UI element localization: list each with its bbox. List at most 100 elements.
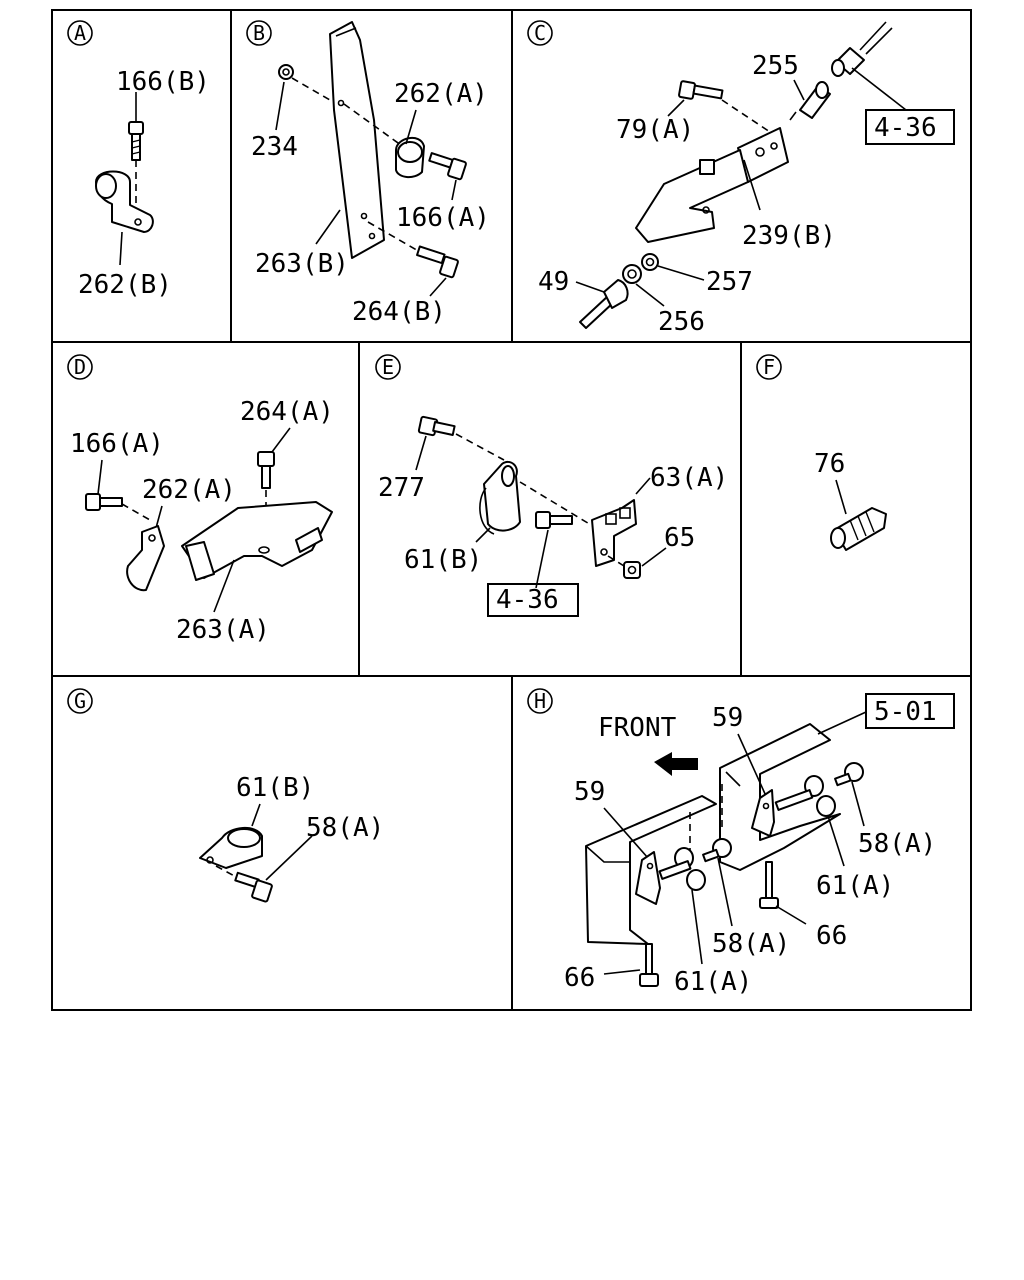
svg-text:G: G <box>74 689 86 713</box>
bolt-icon <box>639 943 659 987</box>
panel-g: G 61(B) 58(A) <box>67 688 384 903</box>
panel-h: H FRONT 5-01 59 <box>527 688 955 997</box>
label-264b: 264(B) <box>352 297 446 327</box>
label-262a: 262(A) <box>394 79 488 109</box>
label-66-lower: 66 <box>564 963 595 993</box>
label-61b: 61(B) <box>236 773 314 803</box>
clamp-icon <box>126 525 165 592</box>
clamp-icon <box>95 170 154 233</box>
label-63a: 63(A) <box>650 463 728 493</box>
label-255: 255 <box>752 51 799 81</box>
pin-icon <box>579 279 629 329</box>
washer-icon <box>622 264 642 284</box>
label-166a: 166(A) <box>396 203 490 233</box>
svg-text:C: C <box>534 21 546 45</box>
svg-text:F: F <box>763 355 775 379</box>
panel-letter-d: D <box>67 354 93 380</box>
frame-rail-icon <box>585 723 841 945</box>
svg-text:A: A <box>74 21 86 45</box>
label-264a: 264(A) <box>240 397 334 427</box>
bolt-icon <box>416 245 459 279</box>
label-79a: 79(A) <box>616 115 694 145</box>
label-59-lower: 59 <box>574 777 605 807</box>
bolt-icon <box>759 861 779 909</box>
ref-4-36: 4-36 <box>496 585 559 615</box>
bolt-icon <box>428 152 467 181</box>
bracket-icon <box>635 127 789 243</box>
label-65: 65 <box>664 523 695 553</box>
panel-d: D 264(A) 166(A) 262(A) <box>67 354 334 645</box>
cable-end-icon <box>831 21 893 77</box>
label-256: 256 <box>658 307 705 337</box>
label-263a: 263(A) <box>176 615 270 645</box>
label-257: 257 <box>706 267 753 297</box>
label-262a: 262(A) <box>142 475 236 505</box>
ref-5-01: 5-01 <box>874 697 937 727</box>
label-166a: 166(A) <box>70 429 164 459</box>
label-239b: 239(B) <box>742 221 836 251</box>
panel-letter-c: C <box>527 20 553 46</box>
bolt-icon <box>257 451 275 489</box>
bolt-icon <box>834 762 864 787</box>
label-234: 234 <box>251 132 298 162</box>
bracket-icon <box>591 499 637 567</box>
bolt-icon <box>85 493 123 511</box>
ref-4-36: 4-36 <box>874 113 937 143</box>
label-61b: 61(B) <box>404 545 482 575</box>
label-front: FRONT <box>598 713 677 743</box>
label-61a-lower: 61(A) <box>674 967 752 997</box>
bracket-icon <box>635 851 661 905</box>
panel-letter-a: A <box>67 20 93 46</box>
label-58a-lower: 58(A) <box>712 929 790 959</box>
clamp-icon <box>395 136 425 178</box>
panel-e: E 277 61(B) 4-36 <box>375 354 728 617</box>
label-166b: 166(B) <box>116 67 210 97</box>
ref-box <box>865 109 955 145</box>
panel-letter-b: B <box>246 20 272 46</box>
ref-box <box>487 583 579 617</box>
bolt-icon <box>702 838 732 863</box>
svg-text:E: E <box>382 355 394 379</box>
label-277: 277 <box>378 473 425 503</box>
nut-icon <box>278 64 294 80</box>
label-263b: 263(B) <box>255 249 349 279</box>
panel-letter-f: F <box>756 354 782 380</box>
panel-c: C <box>527 20 955 337</box>
bolt-icon <box>128 121 144 161</box>
nut-icon <box>623 561 641 579</box>
grease-nipple-icon <box>830 507 887 551</box>
label-76: 76 <box>814 449 845 479</box>
svg-text:D: D <box>74 355 86 379</box>
nut-icon <box>641 253 659 271</box>
clamp-icon <box>658 847 706 891</box>
label-59-upper: 59 <box>712 703 743 733</box>
panel-letter-g: G <box>67 688 93 714</box>
arrow-left-icon <box>654 752 698 776</box>
panel-letter-h: H <box>527 688 553 714</box>
label-66-right: 66 <box>816 921 847 951</box>
bracket-icon <box>181 501 333 581</box>
svg-text:H: H <box>534 689 546 713</box>
label-58a-right: 58(A) <box>858 829 936 859</box>
svg-text:B: B <box>253 21 265 45</box>
panel-a: A 166(B) 262(B) <box>67 20 210 300</box>
clamp-icon <box>479 460 521 535</box>
panel-frames <box>51 9 972 1011</box>
bolt-icon <box>234 871 273 903</box>
label-262b: 262(B) <box>78 270 172 300</box>
clamp-icon <box>199 827 263 869</box>
label-58a: 58(A) <box>306 813 384 843</box>
label-49: 49 <box>538 267 569 297</box>
bolt-icon <box>535 511 573 529</box>
ref-box <box>865 693 955 729</box>
panel-f: F 76 <box>756 354 887 551</box>
plate-icon <box>329 21 385 259</box>
clamp-icon <box>774 775 836 817</box>
bolt-icon <box>417 415 456 437</box>
label-61a-right: 61(A) <box>816 871 894 901</box>
panel-b: B 234 <box>246 20 490 327</box>
bolt-icon <box>678 80 724 100</box>
panel-letter-e: E <box>375 354 401 380</box>
fitting-icon <box>789 81 831 121</box>
